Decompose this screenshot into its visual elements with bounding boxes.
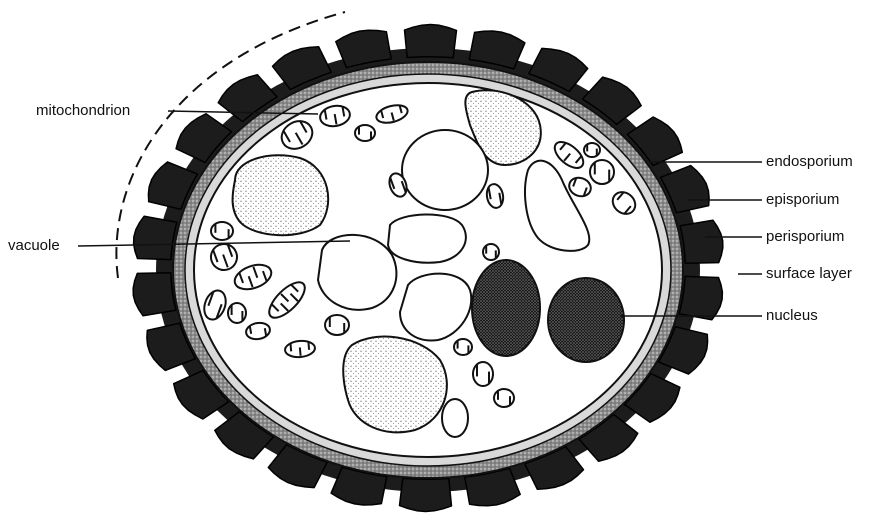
perisporium-ridge: [405, 25, 457, 58]
crista: [308, 341, 309, 349]
mitochondrion: [454, 339, 472, 355]
mitochondrion: [325, 315, 349, 335]
crista: [300, 347, 301, 355]
label-episporium: episporium: [766, 191, 839, 209]
vacuole: [318, 235, 396, 310]
label-nucleus: nucleus: [766, 307, 818, 325]
mitochondrion: [228, 303, 246, 323]
label-vacuole: vacuole: [8, 237, 60, 255]
label-endosporium: endosporium: [766, 153, 853, 171]
perisporium-ridge: [680, 220, 723, 263]
lipid-body: [343, 337, 447, 433]
label-surface-layer: surface layer: [766, 265, 852, 283]
nucleus: [472, 260, 540, 356]
perisporium-ridge: [133, 273, 176, 316]
mitochondrion: [494, 389, 514, 407]
mitochondrion: [473, 362, 493, 386]
mitochondrion: [590, 160, 614, 184]
perisporium-ridge: [134, 216, 177, 259]
vacuole: [388, 214, 466, 262]
perisporium-ridge: [400, 478, 452, 511]
label-mitochondrion: mitochondrion: [36, 102, 130, 120]
mitochondrion: [355, 125, 375, 141]
mitochondrion: [483, 244, 499, 260]
mitochondrion: [211, 222, 233, 240]
perisporium-ridge: [679, 276, 722, 319]
vacuole: [442, 399, 468, 437]
mitochondrion: [584, 143, 600, 157]
lipid-body: [233, 155, 329, 235]
vacuole: [402, 130, 488, 210]
crista: [290, 343, 291, 351]
label-perisporium: perisporium: [766, 228, 844, 246]
nucleus: [548, 278, 624, 362]
